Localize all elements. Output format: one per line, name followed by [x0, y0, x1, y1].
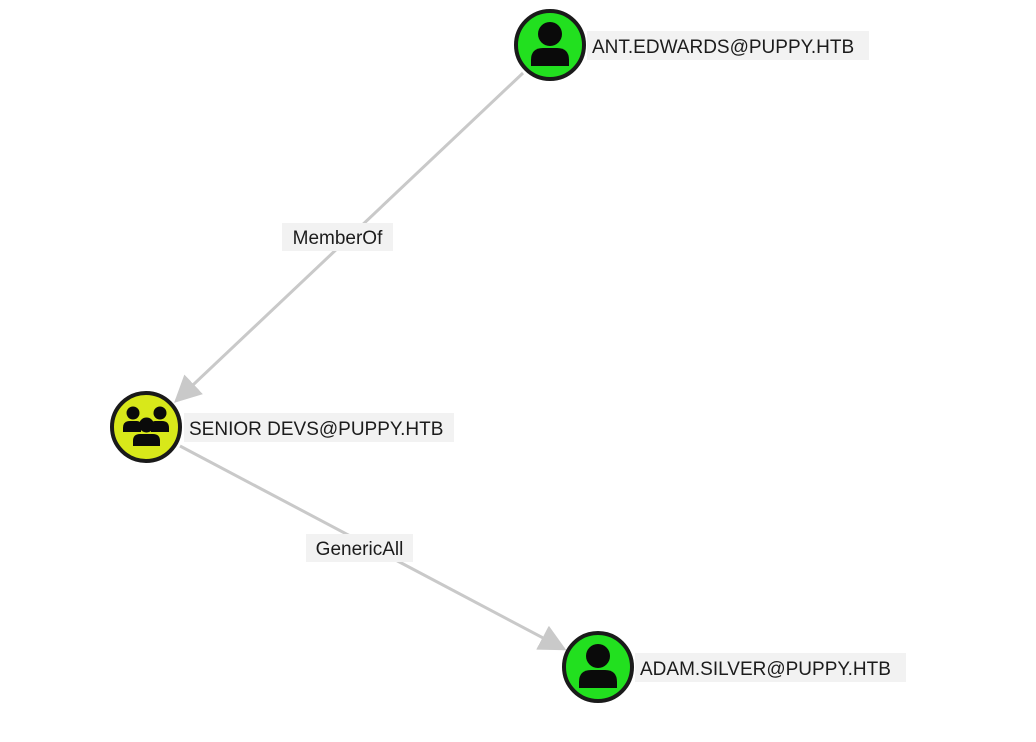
edge-memberof[interactable]: MemberOf: [174, 71, 525, 403]
edge-genericall[interactable]: GenericAll: [179, 444, 567, 651]
node-adam-silver[interactable]: ADAM.SILVER@PUPPY.HTB: [562, 631, 906, 703]
node-label: ADAM.SILVER@PUPPY.HTB: [640, 659, 891, 680]
edge-label-background: [306, 534, 413, 562]
edge-label-memberof: MemberOf: [293, 228, 383, 249]
edge-label-background: [282, 223, 393, 251]
node-label-background: [184, 413, 454, 442]
group-icon: [123, 406, 169, 446]
node-senior-devs[interactable]: SENIOR DEVS@PUPPY.HTB: [110, 391, 454, 463]
user-icon: [531, 22, 569, 66]
edge-label-genericall: GenericAll: [316, 539, 404, 560]
user-icon: [579, 644, 617, 688]
node-label: SENIOR DEVS@PUPPY.HTB: [189, 419, 443, 440]
node-label-background: [635, 653, 906, 682]
node-ant-edwards[interactable]: ANT.EDWARDS@PUPPY.HTB: [514, 9, 869, 81]
node-label: ANT.EDWARDS@PUPPY.HTB: [592, 37, 854, 58]
node-label-background: [587, 31, 869, 60]
